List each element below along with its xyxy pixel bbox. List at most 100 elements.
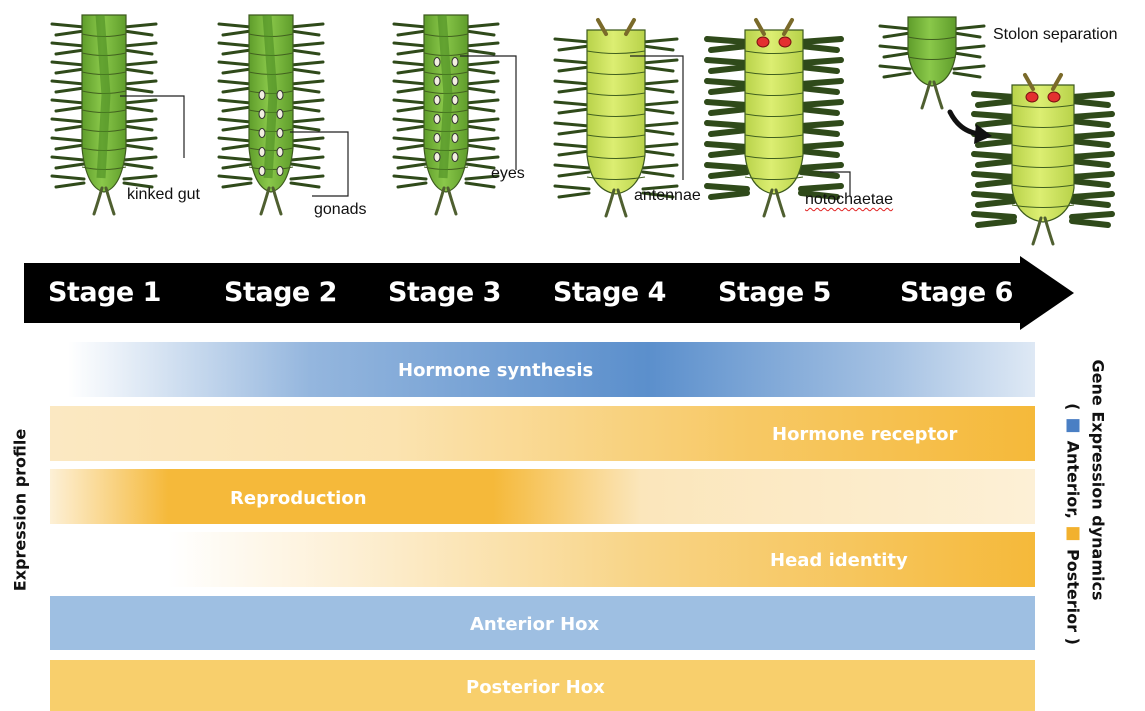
anal-cirrus [1033,218,1041,244]
anal-cirrus [934,82,942,108]
chaeta-right [291,157,323,168]
stage-label: Stage 6 [900,277,1013,308]
chaeta-right [466,43,498,54]
legend-open-paren: ( [1064,403,1083,410]
gonad [452,115,458,124]
worm-body [745,30,803,194]
band-label-hormone-receptor: Hormone receptor [772,424,957,445]
label-kinked-gut: kinked gut [127,186,200,204]
chaeta-left [707,123,747,134]
legend-close-paren: ) [1064,638,1083,645]
chaeta-right [291,100,323,111]
chaeta-left [880,26,910,37]
chaeta-left [52,157,84,168]
chaeta-left [219,157,251,168]
label-stolon-separation: Stolon separation [993,26,1118,44]
anal-cirrus [776,190,784,216]
chaeta-right [291,176,323,187]
worm-stage-1 [52,15,156,214]
band-label-posterior-hox: Posterior Hox [466,677,605,698]
chaeta-left [555,60,589,71]
gonad [452,77,458,86]
chaeta-right [801,144,841,155]
label-antennae: antennae [634,187,701,205]
stage-label: Stage 3 [388,277,501,308]
chaeta-left [219,24,251,35]
gonad [277,167,283,176]
worm-stage-5 [707,20,841,216]
gonad [277,91,283,100]
label-gonads: gonads [314,201,367,219]
timeline-arrow-shaft [24,263,1024,323]
gonad [277,110,283,119]
chaeta-left [707,81,747,92]
gonad [434,77,440,86]
chaeta-right [801,60,841,71]
anal-cirrus [94,188,102,214]
band-label-head-identity: Head identity [770,550,908,571]
chaeta-left [707,165,747,176]
gonad [434,58,440,67]
eye [779,37,791,47]
chaeta-left [394,43,426,54]
gonad [277,148,283,157]
stage-label: Stage 1 [48,277,161,308]
chaeta-right [291,119,323,130]
chaeta-left [880,46,910,57]
chaeta-left [880,66,910,77]
gonad [452,153,458,162]
worm-body [908,17,956,86]
legend-posterior: Posterior [1064,549,1083,632]
chaeta-left [707,186,747,197]
chaeta-left [555,102,589,113]
chaeta-right [466,24,498,35]
chaeta-left [707,60,747,71]
chaeta-right [801,39,841,50]
anal-cirrus [106,188,114,214]
chaeta-left [52,62,84,73]
chaeta-left [555,186,589,197]
chaeta-left [974,214,1014,225]
chaeta-right [801,123,841,134]
chaeta-left [52,176,84,187]
label-notochaetae: notochaetae [805,191,893,209]
chaeta-left [394,176,426,187]
band-label-reproduction: Reproduction [230,488,367,509]
worm-body [1012,85,1074,222]
chaeta-right [124,43,156,54]
gonad [434,153,440,162]
gonad [277,129,283,138]
band-label-hormone-synthesis: Hormone synthesis [398,360,593,381]
gonad [452,134,458,143]
chaeta-right [1072,134,1112,145]
chaeta-right [124,62,156,73]
chaeta-left [555,165,589,176]
anal-cirrus [922,82,930,108]
worm-stage-6 [974,75,1112,244]
anal-cirrus [764,190,772,216]
chaeta-left [219,62,251,73]
gonad [434,96,440,105]
chaeta-right [643,81,677,92]
eye [1026,92,1038,102]
chaeta-left [219,43,251,54]
chaeta-left [52,100,84,111]
worm-stolon-head [880,17,984,108]
chaeta-left [974,174,1014,185]
chaeta-left [52,24,84,35]
chaeta-left [974,194,1014,205]
chaeta-right [954,46,984,57]
timeline-arrow-head [1020,256,1074,330]
chaeta-left [555,81,589,92]
chaeta-left [394,119,426,130]
anal-cirrus [1045,218,1053,244]
chaeta-left [52,119,84,130]
eye [757,37,769,47]
anal-cirrus [448,188,456,214]
gonad [452,96,458,105]
legend-anterior: Anterior, [1064,441,1083,519]
chaeta-right [291,43,323,54]
chaeta-left [974,114,1014,125]
gonad [259,167,265,176]
eye [1048,92,1060,102]
